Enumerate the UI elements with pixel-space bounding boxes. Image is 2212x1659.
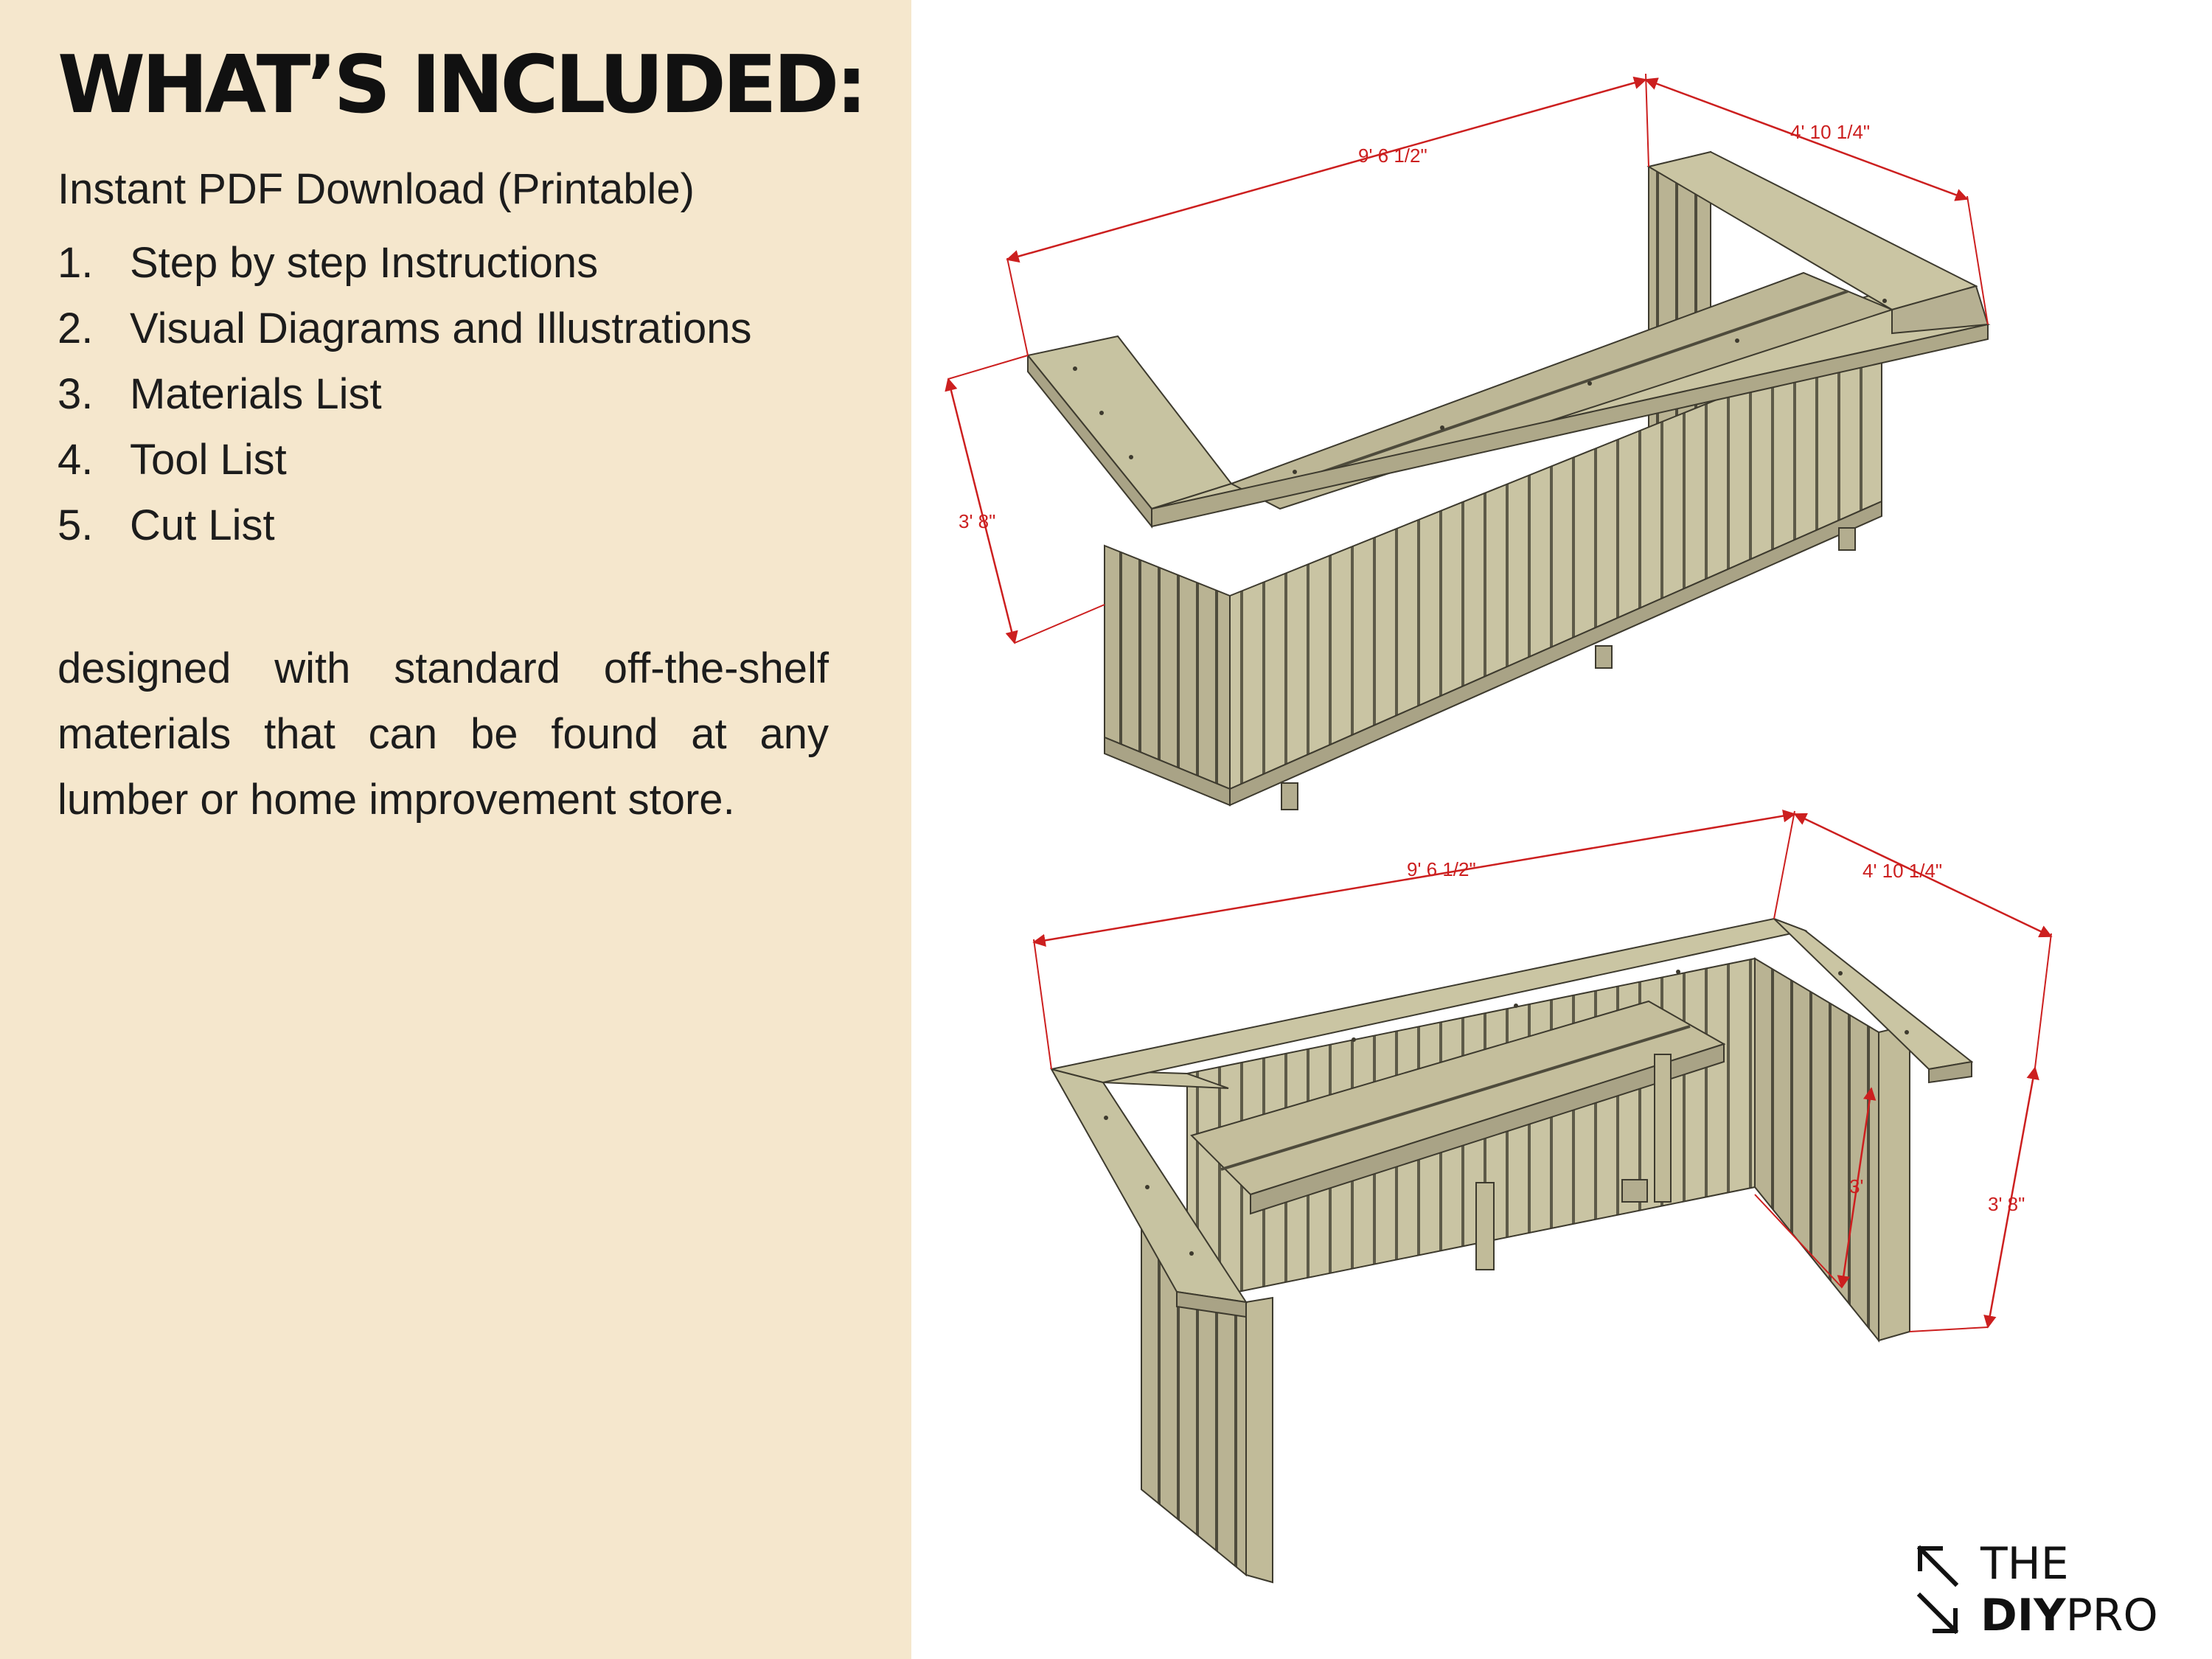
- description-line: lumber or home improvement store.: [58, 776, 735, 824]
- bottom-view-dimensions: 9' 6 1/2" 4' 10 1/4" 3' 8" 3': [1032, 809, 2053, 1332]
- bottom-width-label: 4' 10 1/4": [1863, 860, 1942, 882]
- list-item: 3. Materials List: [58, 361, 752, 427]
- item-label: Cut List: [130, 501, 275, 549]
- item-number: 4.: [58, 436, 94, 484]
- top-height-label: 3' 8": [959, 510, 995, 532]
- description-line: designed with standard off-the-shelf: [58, 644, 829, 692]
- item-label: Materials List: [130, 370, 382, 418]
- list-item: 4. Tool List: [58, 427, 752, 493]
- bottom-height-label: 3' 8": [1988, 1193, 2025, 1215]
- list-item: 1. Step by step Instructions: [58, 230, 752, 296]
- item-label: Step by step Instructions: [130, 239, 599, 287]
- description: designed with standard off-the-shelf mat…: [58, 636, 829, 832]
- top-view-dimensions: 9' 6 1/2" 4' 10 1/4" 3' 8": [945, 73, 1989, 644]
- item-label: Visual Diagrams and Illustrations: [130, 305, 752, 352]
- bottom-length-label: 9' 6 1/2": [1407, 858, 1476, 880]
- bar-diagrams: 9' 6 1/2" 4' 10 1/4" 3' 8": [945, 73, 2053, 1584]
- arrows-icon: [1916, 1545, 1959, 1635]
- item-number: 1.: [58, 239, 94, 287]
- list-item: 5. Cut List: [58, 493, 752, 558]
- item-number: 5.: [58, 501, 94, 549]
- logo-diy: DIY: [1980, 1590, 2066, 1641]
- logo-the: THE: [1980, 1538, 2069, 1590]
- item-number: 3.: [58, 370, 94, 418]
- left-panel: WHAT’S INCLUDED: Instant PDF Download (P…: [0, 0, 911, 1659]
- brand-logo: THE DIYPRO: [1914, 1538, 2194, 1641]
- page-title: WHAT’S INCLUDED:: [58, 39, 868, 131]
- item-label: Tool List: [130, 436, 287, 484]
- included-list: 1. Step by step Instructions 2. Visual Dia…: [58, 230, 752, 558]
- top-width-label: 4' 10 1/4": [1790, 121, 1870, 143]
- description-line: materials that can be found at any: [58, 710, 829, 758]
- subtitle: Instant PDF Download (Printable): [58, 165, 695, 213]
- bar-inside-view: [1049, 917, 1974, 1584]
- list-item: 2. Visual Diagrams and Illustrations: [58, 296, 752, 361]
- bottom-inner-height-label: 3': [1849, 1175, 1863, 1197]
- item-number: 2.: [58, 305, 94, 352]
- logo-pro: PRO: [2065, 1590, 2158, 1641]
- top-length-label: 9' 6 1/2": [1358, 145, 1427, 167]
- bar-outside-view: [1026, 150, 1991, 810]
